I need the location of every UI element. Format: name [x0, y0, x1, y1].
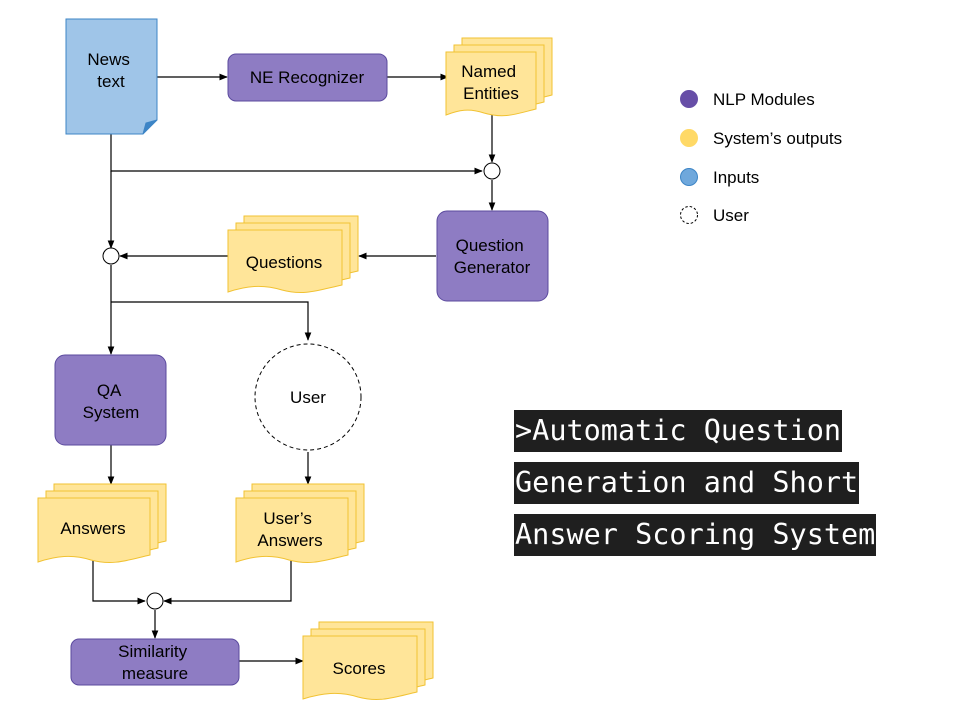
legend-nlp-modules-swatch [680, 90, 698, 108]
title-line-1: >Automatic Question [514, 410, 843, 452]
users-answers-line2: Answers [257, 531, 322, 550]
legend-user-swatch [680, 206, 698, 224]
legend-nlp-modules-label: NLP Modules [713, 90, 815, 109]
legend-user-label: User [713, 206, 749, 225]
edge-answers-to-junction [92, 560, 146, 605]
junction-answers [146, 592, 164, 610]
scores-output: Scores [302, 621, 434, 700]
ne-recognizer-module: NE Recognizer [227, 53, 388, 102]
question-generator-module: Question Generator [436, 210, 549, 302]
user-node: User [254, 343, 362, 451]
answers-output: Answers [37, 483, 167, 563]
qa-system-line2: System [83, 403, 140, 422]
answers-label: Answers [60, 519, 125, 538]
qa-system-module: QA System [54, 354, 167, 446]
similarity-measure-module: Similarity measure [70, 638, 240, 686]
similarity-measure-line1: Similarity [118, 642, 187, 661]
question-generator-line1: Question [456, 236, 524, 255]
users-answers-line1: User’s [263, 509, 312, 528]
named-entities-output: Named Entities [445, 37, 553, 117]
title-line-2: Generation and Short [514, 462, 860, 504]
svg-text:Similarity measure: Similarity measure [118, 642, 192, 683]
diagram-title: >Automatic Question Generation and Short… [514, 410, 877, 566]
svg-text:Question Generator: Question Generator [454, 236, 531, 277]
junction-entities [483, 162, 501, 180]
user-label: User [290, 388, 326, 407]
legend-system-outputs-swatch [680, 129, 698, 147]
junctions [102, 162, 501, 610]
edge-news-to-junction-top [110, 134, 483, 175]
question-generator-line2: Generator [454, 258, 531, 277]
news-text-line2: text [97, 72, 125, 91]
legend-inputs-label: Inputs [713, 168, 759, 187]
news-text-line1: News [87, 50, 130, 69]
junction-questions [102, 247, 120, 265]
title-line-3: Answer Scoring System [514, 514, 877, 556]
named-entities-line2: Entities [463, 84, 519, 103]
ne-recognizer-label: NE Recognizer [250, 68, 365, 87]
svg-text:QA System: QA System [83, 381, 140, 422]
named-entities-line1: Named [461, 62, 516, 81]
svg-text:User’s Answers: User’s Answers [257, 509, 322, 550]
svg-text:News text: News text [87, 50, 134, 91]
scores-label: Scores [333, 659, 386, 678]
legend: NLP Modules System’s outputs Inputs User [680, 90, 842, 225]
svg-text:Named Entities: Named Entities [461, 62, 521, 103]
connectors [92, 73, 496, 665]
legend-inputs-swatch [680, 168, 698, 186]
qa-system-line1: QA [97, 381, 122, 400]
questions-label: Questions [246, 253, 323, 272]
users-answers-output: User’s Answers [235, 483, 365, 563]
news-text-input: News text [65, 18, 158, 135]
edge-junction-to-user [111, 301, 312, 341]
similarity-measure-line2: measure [122, 664, 188, 683]
edge-users-answers-to-junction [163, 560, 292, 605]
questions-output: Questions [227, 215, 359, 293]
legend-system-outputs-label: System’s outputs [713, 129, 842, 148]
